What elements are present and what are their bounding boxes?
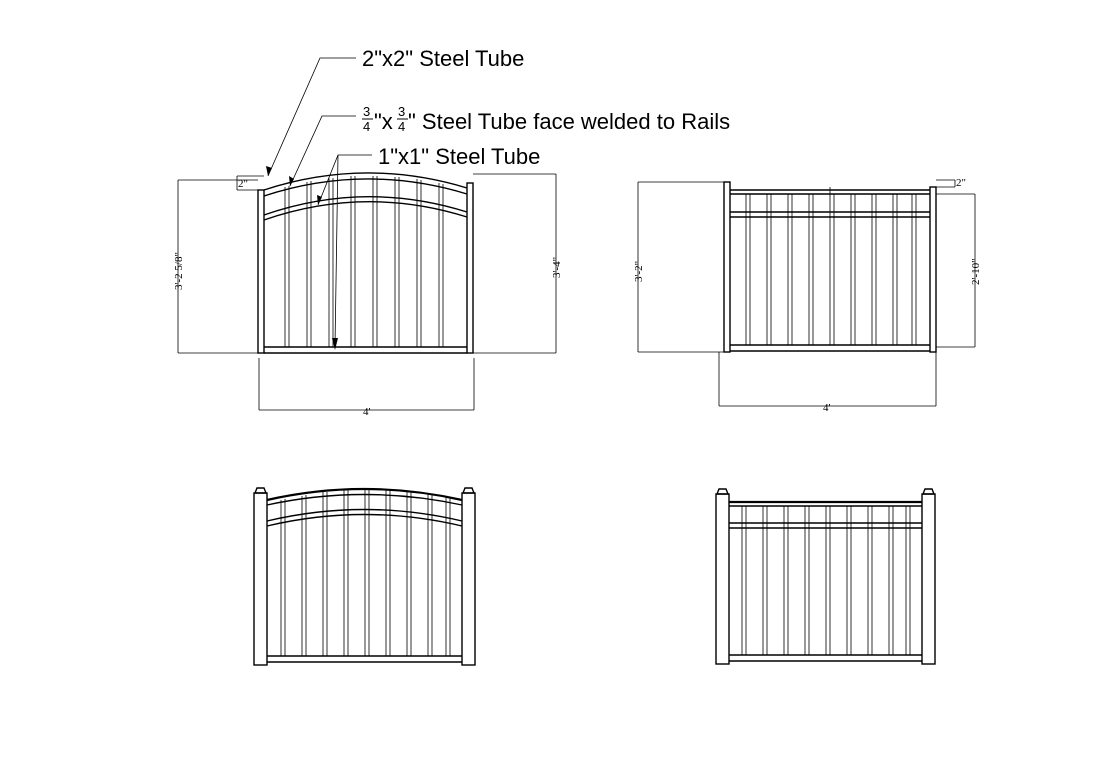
- flat-right-post: [929, 186, 937, 353]
- flat-picket: [808, 194, 814, 345]
- callout-picket-text: 1"x1" Steel Tube: [378, 144, 540, 169]
- callout-post-text: 2"x2" Steel Tube: [362, 46, 524, 71]
- arched-picket: [394, 177, 400, 347]
- flat-right-height-dim: 2'-10": [970, 258, 982, 285]
- flat-width-dim: 4': [823, 402, 831, 414]
- arched-view-pickets: [280, 489, 451, 656]
- arched-top-rail-outer: [263, 172, 468, 191]
- callout-post-leader: [267, 57, 356, 177]
- arched-picket: [350, 176, 356, 347]
- arched-view-picket: [301, 495, 307, 656]
- arched-picket: [372, 176, 378, 347]
- callout-picket: 1"x1" Steel Tube: [317, 144, 540, 350]
- arched-width-dim: 4': [363, 406, 371, 418]
- flat-picket: [787, 194, 793, 345]
- arched-view-picket: [406, 491, 412, 656]
- callout-post: 2"x2" Steel Tube: [266, 46, 524, 177]
- arched-picket: [438, 183, 444, 347]
- flat-left-height-dim: 3'-2": [633, 261, 645, 282]
- callout-rail-text: " Steel Tube face welded to Rails: [408, 109, 730, 134]
- callout-rail-leader: [289, 115, 356, 187]
- flat-view-pickets: [741, 506, 911, 655]
- arched-view-top-rail-outer: [266, 487, 463, 502]
- arched-gate-elevation: 2" 3'-2 5/8" 3'-4" 4': [173, 172, 563, 418]
- arched-pickets: [284, 176, 444, 347]
- flat-left-post: [723, 181, 731, 353]
- flat-picket: [766, 194, 772, 345]
- arched-post-offset-dim: 2": [238, 178, 248, 190]
- flat-view-picket: [762, 506, 768, 655]
- arched-view-left-post: [253, 492, 268, 666]
- flat-post-offset-dim: 2": [956, 177, 966, 189]
- arched-gate-view: [253, 487, 476, 666]
- flat-picket: [829, 187, 835, 345]
- callout-rail-x: "x: [374, 109, 393, 134]
- arched-left-height-dim: 3'-2 5/8": [173, 252, 185, 290]
- callout-post-arrowhead: [266, 166, 272, 176]
- arched-picket: [306, 181, 312, 347]
- arched-view-picket: [445, 497, 451, 656]
- flat-picket: [871, 194, 877, 345]
- flat-view-left-post: [715, 493, 730, 665]
- flat-picket: [745, 194, 751, 345]
- flat-view-right-cap: [921, 488, 936, 495]
- arched-mid-rail-upper: [263, 196, 468, 216]
- flat-pickets: [745, 187, 917, 345]
- flat-gate-view: [715, 488, 936, 665]
- arched-view-picket: [322, 492, 328, 656]
- flat-view-picket: [867, 506, 873, 655]
- flat-view-right-post: [921, 493, 936, 665]
- flat-picket: [911, 194, 917, 345]
- callout-rail: 3 4 "x 3 4 " Steel Tube face welded to R…: [289, 104, 730, 187]
- flat-view-picket: [825, 506, 831, 655]
- flat-picket: [850, 194, 856, 345]
- flat-view-picket: [846, 506, 852, 655]
- arched-view-mid-rail-upper: [266, 508, 463, 522]
- flat-gate-elevation: 3'-2" 2" 2'-10" 4': [633, 177, 982, 414]
- arched-picket: [416, 179, 422, 347]
- callout-rail-den-1: 4: [363, 119, 370, 134]
- arched-view-picket: [280, 499, 286, 656]
- arched-left-post: [257, 189, 265, 354]
- flat-view-picket: [783, 506, 789, 655]
- callout-rail-num-1: 3: [363, 104, 370, 119]
- arched-right-height-dim: 3'-4": [551, 257, 563, 278]
- arched-right-post: [466, 182, 474, 354]
- flat-view-picket: [888, 506, 894, 655]
- arched-view-top-rail-inner: [266, 493, 463, 506]
- flat-view-picket: [905, 506, 911, 655]
- flat-picket: [892, 194, 898, 345]
- arched-view-mid-rail-lower: [266, 513, 463, 527]
- callout-picket-leader-2: [334, 154, 339, 347]
- flat-view-picket: [804, 506, 810, 655]
- arched-view-picket: [343, 490, 349, 656]
- arched-view-picket: [385, 490, 391, 656]
- arched-view-left-cap: [253, 487, 268, 494]
- flat-view-picket: [741, 506, 747, 655]
- arched-picket: [284, 186, 290, 347]
- arched-view-right-post: [461, 492, 476, 666]
- arched-picket: [328, 178, 334, 347]
- callout-rail-den-2: 4: [398, 119, 405, 134]
- flat-view-left-cap: [715, 488, 730, 495]
- callout-picket-arrowhead-1: [317, 195, 322, 205]
- arched-view-right-cap: [461, 487, 476, 494]
- callout-picket-arrowhead-2: [332, 338, 338, 350]
- callout-rail-num-2: 3: [398, 104, 405, 119]
- arched-view-picket: [364, 489, 370, 656]
- callout-rail-arrowhead: [289, 176, 294, 186]
- arched-view-picket: [427, 494, 433, 656]
